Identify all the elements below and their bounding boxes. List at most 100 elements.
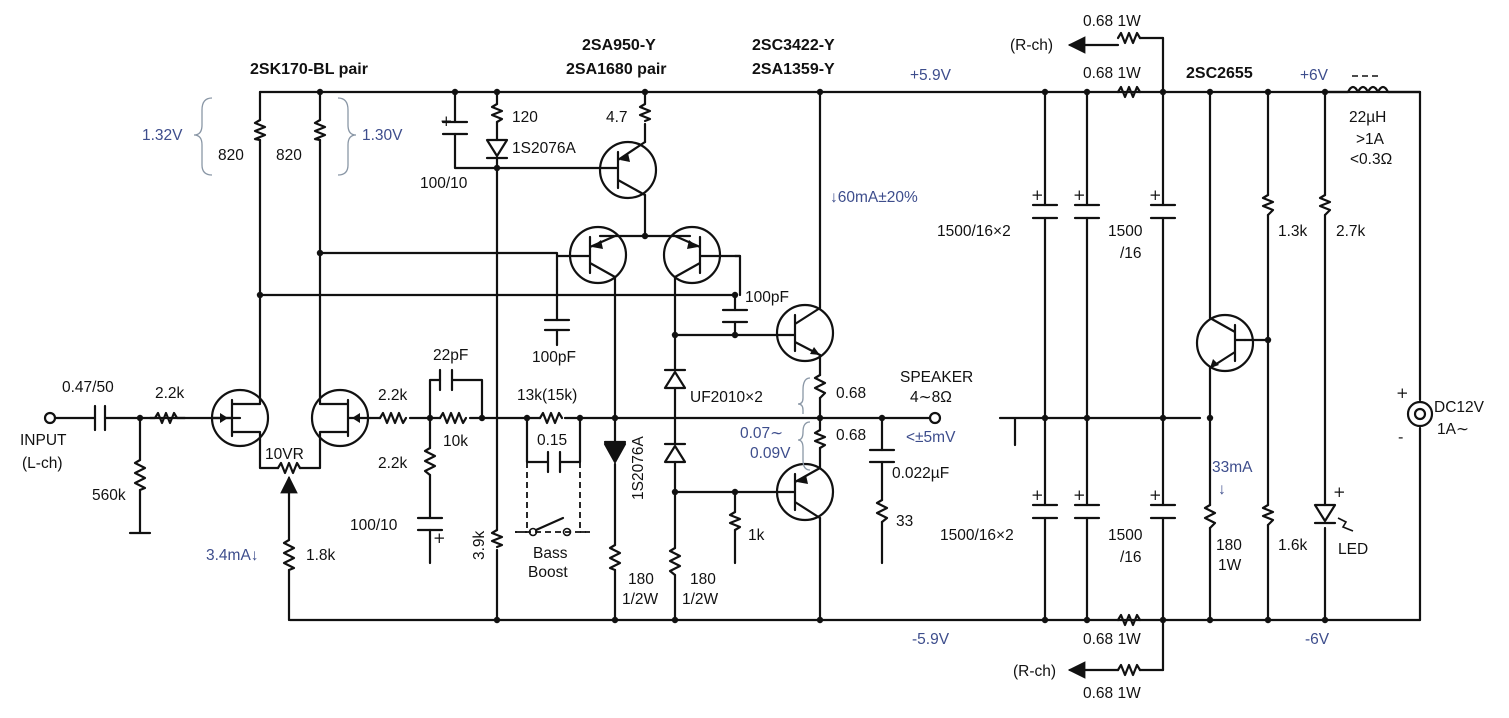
polarity-marks: + + + + + + + + + (433, 112, 1346, 547)
svg-text:+: + (1031, 186, 1044, 204)
r-180-1w-label: 180 (1216, 537, 1242, 554)
cap-100pf-right-label: 100pF (745, 289, 789, 306)
resistor-560k (133, 458, 147, 492)
resistor-2-2k-gate (378, 411, 408, 425)
heading-pnp-2: 2SA1680 pair (566, 61, 667, 78)
v-right-label: 1.30V (362, 127, 403, 144)
resistor-2-7k (1318, 193, 1332, 217)
rail-pos-5v9: +5.9V (910, 67, 952, 84)
r-4-7-label: 4.7 (606, 109, 628, 126)
dc-plus: + (1396, 384, 1409, 402)
led-label: LED (1338, 541, 1368, 558)
bass-label-2: Boost (528, 564, 568, 581)
resistor-psu-bot-1 (1116, 613, 1142, 627)
r-bot-1-label: 0.68 1W (1083, 631, 1141, 648)
v-emit-label-1: 0.07∼ (740, 425, 783, 442)
resistor-1-6k (1261, 503, 1275, 527)
r-2-2k-shunt-label: 2.2k (378, 455, 408, 472)
resistor-2-2k-input (148, 411, 187, 425)
transistor-2sc3422 (775, 303, 835, 363)
resistor-180-1w (1203, 503, 1217, 530)
jfet-right (310, 388, 372, 448)
resistor-180-left (608, 543, 622, 572)
r-13k-label: 13k(15k) (517, 387, 577, 404)
speaker-terminal (928, 411, 942, 425)
voltage-braces (193, 97, 811, 471)
transistor-2sa1359 (775, 462, 835, 522)
resistor-psu-top-2 (1116, 85, 1142, 99)
resistor-10k (438, 411, 468, 425)
bass-boost-switch (515, 462, 590, 537)
transistor-2sc2655 (1195, 313, 1255, 373)
cap-22pf-label: 22pF (433, 347, 468, 364)
transistors (210, 140, 1255, 522)
r-560k-label: 560k (92, 487, 126, 504)
cap-top-2a-label: 1500 (1108, 223, 1143, 240)
resistor-0-68-bot (813, 428, 827, 450)
wiring (53, 36, 1422, 672)
r-10k-label: 10k (443, 433, 468, 450)
input-terminal (43, 411, 57, 425)
heading-pnp-1: 2SA950-Y (582, 37, 656, 54)
cap-100pf-left-label: 100pF (532, 349, 576, 366)
ind-spec-1-label: >1A (1356, 131, 1385, 148)
rch-top-label: (R-ch) (1010, 37, 1053, 54)
r-180-right-w-label: 1/2W (682, 591, 719, 608)
zobel-r-label: 33 (896, 513, 913, 530)
zobel-c-label: 0.022µF (892, 465, 949, 482)
ind-spec-2-label: <0.3Ω (1350, 151, 1392, 168)
heading-regulator: 2SC2655 (1186, 65, 1253, 82)
r-top-1-label: 0.68 1W (1083, 13, 1141, 30)
resistor-0-68-top (813, 373, 827, 400)
inductor-label: 22µH (1349, 109, 1386, 126)
input-label-1: INPUT (20, 432, 67, 449)
r-1-8k-label: 1.8k (306, 547, 336, 564)
transistor-diff-right (662, 225, 742, 285)
resistor-820-left (253, 118, 267, 142)
resistor-120 (490, 102, 504, 124)
r-gate-label: 2.2k (378, 387, 408, 404)
r-180-right-label: 180 (690, 571, 716, 588)
r-120-label: 120 (512, 109, 538, 126)
resistor-13k (538, 411, 564, 425)
v-left-label: 1.32V (142, 127, 183, 144)
resistor-33 (875, 498, 889, 524)
r-180-1w-w-label: 1W (1218, 557, 1242, 574)
trim-label: 10VR (265, 446, 304, 463)
r-input-label: 2.2k (155, 385, 185, 402)
r-3-9k-label: 3.9k (471, 530, 488, 560)
junction-dots (136, 88, 1329, 624)
speaker-label-1: SPEAKER (900, 369, 973, 386)
svg-text:+: + (440, 112, 453, 130)
resistor-4-7 (638, 102, 652, 123)
trimmer-10vr (276, 461, 302, 494)
r-2-7k-label: 2.7k (1336, 223, 1366, 240)
transistor-2sa950 (598, 140, 658, 200)
resistor-psu-top-1 (1116, 31, 1142, 45)
r-820-left-label: 820 (218, 147, 244, 164)
cap-bot-2b-label: /16 (1120, 549, 1142, 566)
heading-jfet-pair: 2SK170-BL pair (250, 61, 368, 78)
svg-text:+: + (1149, 186, 1162, 204)
rail-pos-6v: +6V (1300, 67, 1329, 84)
resistors (133, 31, 1332, 677)
diodes (485, 138, 1354, 532)
cap-100-10-top-label: 100/10 (420, 175, 468, 192)
svg-text:+: + (1073, 486, 1086, 504)
r-1-3k-label: 1.3k (1278, 223, 1308, 240)
r-820-right-label: 820 (276, 147, 302, 164)
r-1-6k-label: 1.6k (1278, 537, 1308, 554)
diode-vert-label: 1S2076A (630, 436, 647, 500)
r-top-2-label: 0.68 1W (1083, 65, 1141, 82)
r-bot-2-label: 0.68 1W (1083, 685, 1141, 702)
dc-minus: - (1398, 428, 1403, 446)
cap-input-label: 0.47/50 (62, 379, 114, 396)
resistor-3-9k (490, 528, 504, 549)
svg-text:+: + (1031, 486, 1044, 504)
r-1k-label: 1k (748, 527, 765, 544)
i-bias-label: ↓60mA±20% (830, 189, 918, 206)
resistor-1k (728, 510, 742, 532)
i-33ma-arrow: ↓ (1218, 481, 1226, 498)
resistor-2-2k-shunt (423, 446, 437, 477)
input-label-2: (L-ch) (22, 455, 62, 472)
